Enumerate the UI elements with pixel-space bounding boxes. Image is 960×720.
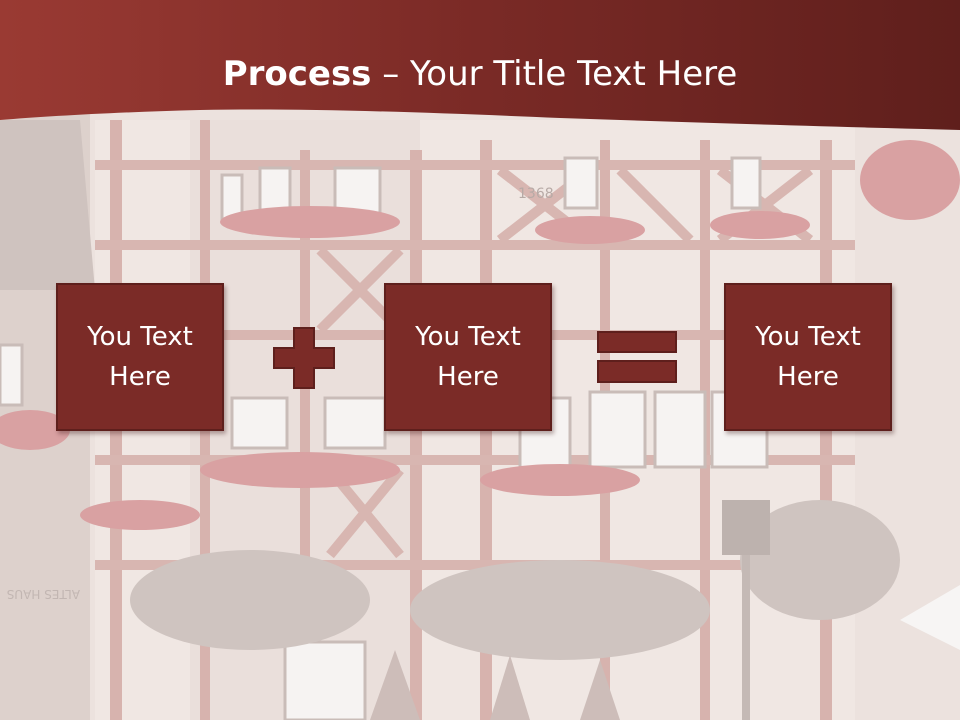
plus-icon: [273, 327, 335, 389]
equals-icon: [597, 331, 677, 383]
process-box-3[interactable]: You Text Here: [724, 283, 892, 431]
svg-text:1368: 1368: [518, 186, 554, 202]
title-bold: Process: [222, 54, 372, 94]
slide-title: Process – Your Title Text Here: [0, 52, 960, 96]
svg-text:ALTES HAUS: ALTES HAUS: [7, 587, 80, 601]
process-box-1-label: You Text Here: [87, 322, 193, 392]
process-box-1[interactable]: You Text Here: [56, 283, 224, 431]
title-rest: – Your Title Text Here: [371, 54, 738, 94]
process-box-3-label: You Text Here: [755, 322, 861, 392]
process-box-2-label: You Text Here: [415, 322, 521, 392]
process-box-2[interactable]: You Text Here: [384, 283, 552, 431]
